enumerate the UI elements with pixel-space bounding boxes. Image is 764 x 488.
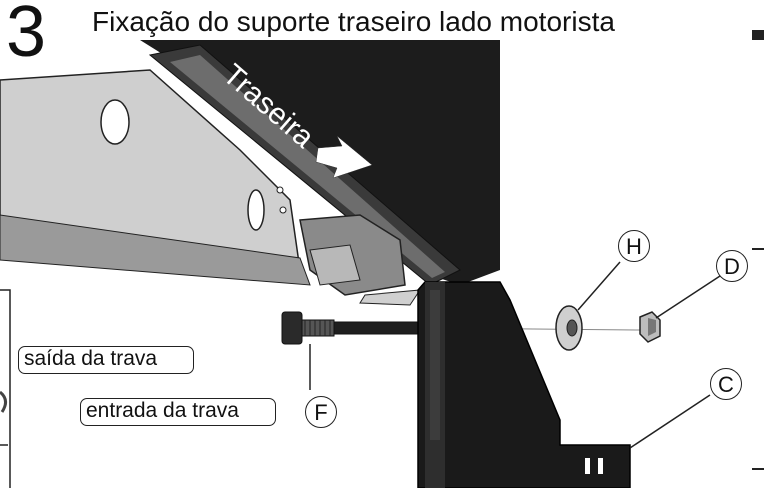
rail-hole-2 <box>247 189 265 231</box>
rail-flange-highlight <box>170 55 445 278</box>
washer <box>555 305 583 351</box>
bolt <box>281 311 431 345</box>
step-number: 3 <box>6 0 47 72</box>
part-label-bolt: F <box>305 396 337 428</box>
part-label-bracket: C <box>710 368 742 400</box>
rail-small-hole-2 <box>279 206 287 214</box>
lock-exit-callout-box <box>18 346 194 374</box>
lock-entry-callout-box <box>80 398 276 426</box>
page-title: Fixação do suporte traseiro lado motoris… <box>92 6 615 37</box>
lock-exit-callout: saída da trava <box>24 347 158 370</box>
nut <box>639 311 661 343</box>
lock-entry-callout: entrada da trava <box>86 399 239 422</box>
bracket <box>417 281 631 488</box>
rail-hole-1 <box>100 99 130 145</box>
part-label-nut: D <box>716 250 748 282</box>
vehicle-body <box>140 40 500 285</box>
rail-small-hole-1 <box>276 186 284 194</box>
frame-rail-lower <box>0 214 311 286</box>
direction-arrow <box>315 135 373 179</box>
part-label-washer: H <box>618 230 650 262</box>
